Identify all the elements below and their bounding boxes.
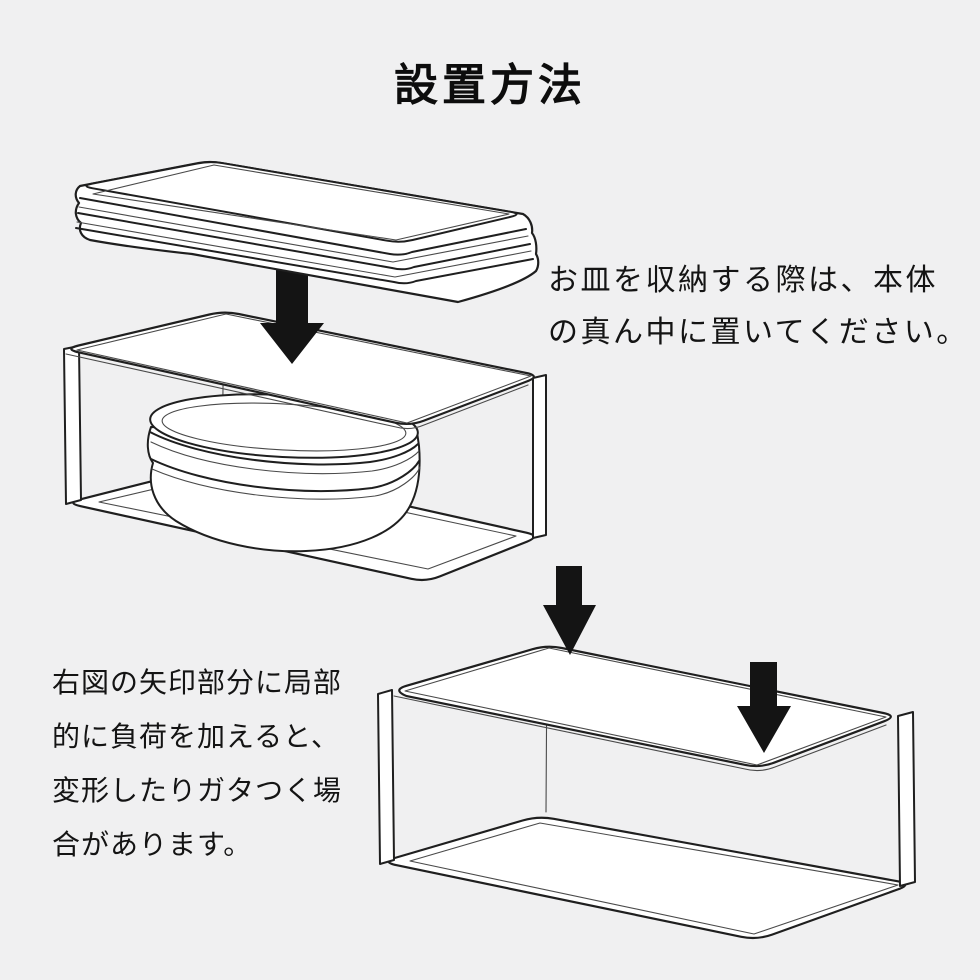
plate-top-inner-line	[92, 164, 510, 241]
illustration-place-plates	[63, 160, 547, 582]
plate-stack	[74, 160, 540, 304]
plate3-rim-thin	[76, 221, 532, 278]
caption-line: 変形したりガタつく場	[52, 775, 343, 806]
plate2-rim-line	[79, 197, 527, 256]
shelf-thickness-line	[65, 353, 529, 430]
rack2-shelf-inner-line	[404, 647, 887, 766]
plate-bottom-rim-line	[75, 227, 534, 285]
down-arrow-front-icon	[737, 662, 791, 753]
rack-left-post	[63, 345, 82, 505]
shelf-panel	[70, 311, 535, 426]
down-arrow-icon	[260, 266, 324, 364]
caption-line: 的に負荷を加えると、	[52, 721, 341, 752]
rack2-right-post	[897, 711, 916, 887]
rack-top-shelf	[65, 311, 535, 430]
shelf-inner-line	[76, 313, 532, 424]
rack2-left-post	[377, 689, 395, 865]
bowl3-rim-line	[150, 458, 420, 492]
caption-line: 右図の矢印部分に局部	[52, 667, 343, 698]
page-title: 設置方法	[394, 61, 586, 110]
caption-place-center: お皿を収納する際は、本体 の真ん中に置いてください。	[548, 255, 969, 359]
plate2-rim-thin	[78, 206, 529, 263]
caption-line: の真ん中に置いてください。	[548, 316, 969, 349]
bowl-rim-inner	[161, 402, 407, 452]
caption-line: 合があります。	[52, 829, 253, 860]
illustration-load-warning	[377, 566, 916, 940]
rack2-bottom-panel	[387, 816, 907, 940]
rack2-bottom-inner-line	[409, 822, 899, 935]
plate-top-face	[85, 161, 518, 243]
rack-right-post	[532, 374, 547, 539]
bowl2-rim-line	[149, 431, 419, 466]
plate3-rim-line	[77, 212, 531, 271]
empty-dish-rack	[377, 645, 916, 940]
down-arrow-back-icon	[543, 566, 596, 655]
caption-line: お皿を収納する際は、本体	[548, 264, 938, 297]
bowl2-rim-thin	[150, 441, 420, 475]
bowl3-rim-thin	[151, 466, 421, 500]
rack2-shelf-thickness-line	[393, 695, 887, 772]
caption-load-warning: 右図の矢印部分に局部 的に負荷を加えると、 変形したりガタつく場 合があります。	[52, 656, 342, 872]
